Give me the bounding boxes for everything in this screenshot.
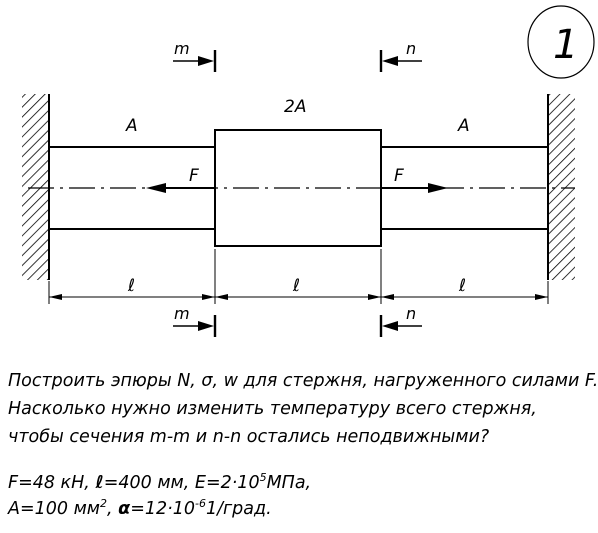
force-label-right: F (394, 166, 404, 186)
length-label-left: ℓ (127, 276, 135, 296)
given-length-value: =400 мм, (103, 473, 190, 493)
given-modulus-unit: МПа, (266, 473, 312, 493)
problem-number-circle (527, 5, 595, 79)
given-alpha-value: =12·10 (130, 499, 195, 519)
given-values-line-2: A=100 мм2, α=12·10-61/град. (8, 498, 272, 520)
given-values-line-1: F=48 кН, ℓ=400 мм, E=2·105МПа, (8, 472, 311, 494)
problem-number: 1 (553, 22, 578, 68)
length-label-middle: ℓ (292, 276, 300, 296)
dimension-lines (48, 249, 549, 304)
left-wall-support (22, 94, 50, 280)
task-line-2: Насколько нужно изменить температуру все… (8, 399, 537, 419)
section-mark-n-top: n (379, 39, 422, 72)
area-label-right: A (457, 116, 470, 136)
length-label-right: ℓ (458, 276, 466, 296)
dimension-arrowheads (49, 294, 548, 300)
section-label-m-top: m (174, 39, 190, 58)
section-label-n-bottom: n (406, 304, 416, 323)
given-area-exponent: 2 (100, 497, 108, 510)
bar-diagram: 1 A 2A A F F m (22, 5, 595, 337)
force-label-left: F (189, 166, 199, 186)
given-alpha-unit: 1/град. (205, 499, 272, 519)
area-label-middle: 2A (284, 97, 306, 117)
section-label-m-bottom: m (174, 304, 190, 323)
given-alpha-exponent: -6 (194, 497, 206, 510)
force-arrow-right (381, 183, 448, 193)
section-mark-m-bottom: m (173, 304, 217, 337)
given-length-symbol: ℓ (95, 473, 104, 493)
area-label-left: A (125, 116, 138, 136)
right-wall-support (547, 94, 575, 280)
force-arrow-left (146, 183, 215, 193)
given-modulus: E=2·10 (194, 473, 260, 493)
given-area: A=100 мм (8, 499, 101, 519)
given-modulus-exponent: 5 (259, 471, 267, 484)
task-line-1: Построить эпюры N, σ, w для стержня, наг… (8, 371, 598, 391)
section-mark-n-bottom: n (379, 304, 422, 337)
task-line-3: чтобы сечения m-m и n-n остались неподви… (8, 427, 490, 447)
bar-segment-right (381, 146, 548, 230)
bar-segment-left (49, 146, 215, 230)
given-alpha-symbol: α (118, 499, 131, 519)
section-label-n-top: n (406, 39, 416, 58)
given-force: F=48 кН, (8, 473, 90, 493)
section-mark-m-top: m (173, 39, 217, 72)
given-area-separator: , (107, 499, 113, 519)
